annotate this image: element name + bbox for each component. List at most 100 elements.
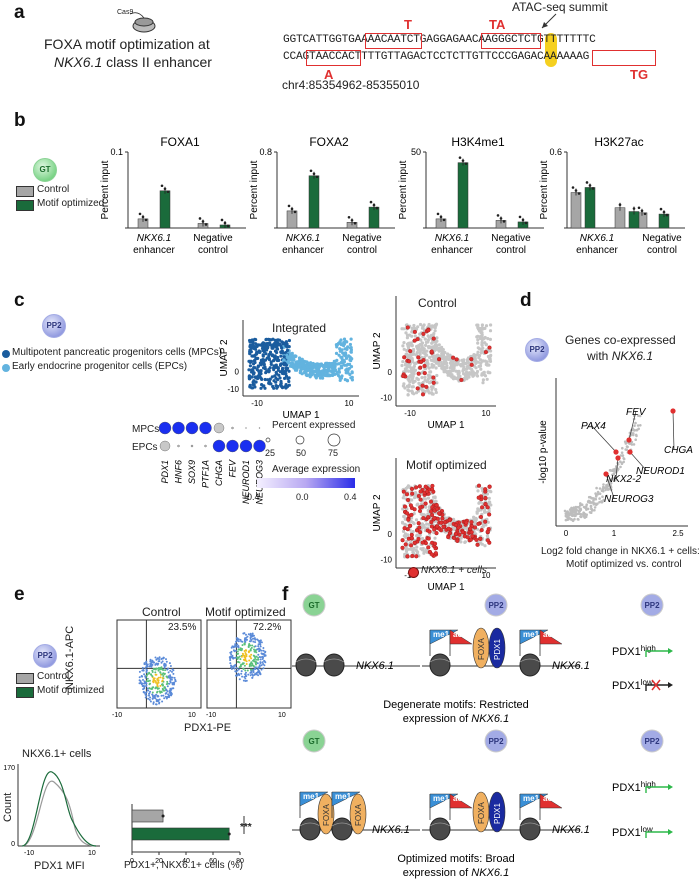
umap-cell: [285, 385, 289, 389]
umap-cell: [255, 350, 259, 354]
umap-cell: [259, 386, 263, 390]
tf-label: FOXA: [477, 802, 486, 824]
umap-cell: [273, 349, 278, 353]
umap-cell: [274, 370, 278, 375]
umap-xtick: 10: [345, 399, 354, 408]
replicate-point: [375, 206, 379, 210]
umap-cell: [308, 361, 312, 365]
caption-top-2: expression of NKX6.1: [403, 713, 509, 725]
umap-cell: [305, 360, 309, 364]
umap-cell: [350, 371, 354, 375]
umap-cell: [248, 338, 252, 343]
umap-cell: [333, 359, 337, 364]
umap-cell: [258, 369, 263, 373]
gene-label: NKX6.1: [552, 824, 590, 836]
replicate-point: [350, 219, 354, 222]
umap-cell: [311, 372, 315, 376]
umap-cell: [313, 374, 317, 378]
mut-TG: TG: [630, 67, 649, 82]
replicate-point: [223, 221, 227, 225]
arrow-head: [668, 648, 673, 654]
chip-xlabel-1a: NKX6.1: [580, 233, 614, 244]
umap-cell: [267, 357, 271, 362]
umap-cell: [350, 375, 354, 379]
umap-cell: [250, 375, 254, 379]
umap-cell: [272, 379, 276, 383]
umap-cell: [424, 343, 428, 347]
umap-cell: [259, 376, 263, 380]
replicate-point: [293, 210, 297, 214]
umap-cell: [319, 369, 324, 373]
umap-cell: [339, 360, 343, 365]
histone-mark-label: me1: [433, 630, 450, 639]
replicate-point: [521, 218, 525, 222]
umap-cell: [274, 384, 278, 388]
umap-xtick: 10: [482, 409, 491, 418]
umap-cell: [309, 368, 313, 372]
chip-ytick-label: 0.1: [110, 147, 123, 157]
arrow-head: [668, 829, 673, 835]
a-title-gene: NKX6.1: [54, 54, 103, 70]
umap-cell: [282, 355, 286, 359]
replicate-point: [499, 217, 503, 220]
umap-ytick: 0: [388, 368, 393, 377]
histone-mark-label: me1: [433, 794, 450, 803]
umap-cell: [333, 372, 337, 376]
umap-cell: [343, 378, 347, 382]
cas9-label: Cas9: [117, 9, 134, 16]
umap-cell: [259, 363, 263, 367]
seq-top: GGTCATTGGTGAAAACAATCTGAGGAGAACAAGGGCTCTG…: [283, 34, 596, 46]
umap-cell: [262, 363, 266, 367]
umap-cell: [324, 369, 328, 373]
umap-cell: [344, 356, 348, 360]
umap-cell: [325, 365, 329, 369]
a-title-rest: class II enhancer: [102, 54, 212, 70]
replicate-point: [585, 181, 589, 184]
gene-label: NKX6.1: [552, 660, 590, 672]
replicate-point: [309, 169, 313, 173]
replicate-point: [160, 184, 164, 188]
chip-xlabel-1b: enhancer: [133, 245, 175, 256]
umap-cell: [340, 348, 344, 352]
tf-label: PDX1: [493, 639, 502, 660]
umap-cell: [343, 351, 348, 355]
umap-cell: [312, 369, 316, 373]
umap-cell: [410, 326, 414, 330]
replicate-point: [458, 156, 462, 159]
umap-cell: [348, 342, 352, 347]
panel-label-a: a: [14, 2, 25, 23]
replicate-point: [141, 215, 145, 219]
umap-cell: [345, 347, 349, 351]
umap-cell: [254, 376, 258, 380]
chip-xlabel-2b: control: [496, 245, 526, 256]
umap-cell: [252, 362, 256, 366]
chip-ytick-label: 50: [411, 147, 421, 157]
umap-cell: [253, 385, 257, 389]
umap-cell: [347, 354, 351, 358]
umap-cell: [252, 371, 256, 375]
umap-cell: [284, 340, 288, 344]
mut-A: A: [324, 67, 334, 82]
replicate-point: [518, 215, 522, 219]
umap-cell: [276, 355, 280, 360]
umap-cell: [292, 358, 296, 362]
umap-cell: [275, 347, 280, 351]
umap-cell: [287, 358, 291, 362]
chip-title: FOXA1: [160, 135, 200, 149]
caption-bottom-gene: NKX6.1: [471, 867, 509, 879]
replicate-point: [290, 207, 294, 211]
replicate-point: [163, 187, 167, 191]
pp2-bubble: PP2: [484, 729, 508, 753]
replicate-point: [436, 212, 440, 216]
umap-cell: [416, 377, 420, 382]
umap-xlabel: UMAP 1: [427, 420, 464, 431]
chip-xlabel-2a: Negative: [491, 233, 531, 244]
caption-top-1: Degenerate motifs: Restricted: [383, 699, 529, 711]
umap-cell: [269, 360, 273, 364]
replicate-point: [347, 216, 351, 219]
umap-cell: [270, 353, 274, 357]
umap-cell: [280, 368, 285, 372]
mut-TA: TA: [489, 17, 506, 32]
